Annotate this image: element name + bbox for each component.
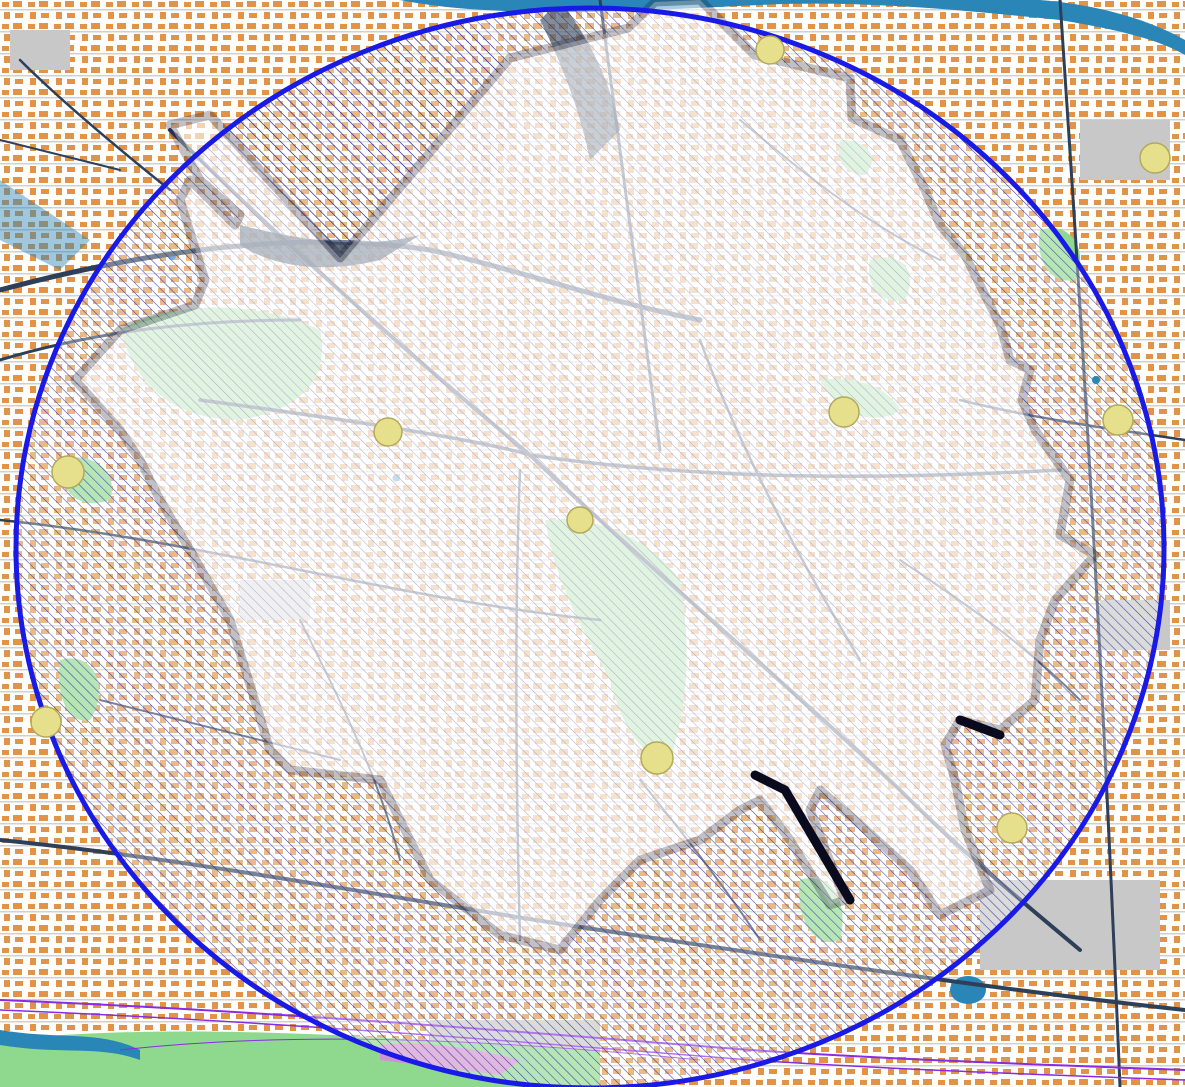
buffer-circle [13, 5, 1167, 1087]
poi-circle-icon[interactable] [640, 741, 674, 775]
poi-circle-icon[interactable] [755, 35, 785, 65]
poi-circle-icon[interactable] [1092, 376, 1100, 384]
poi-circle-icon[interactable] [373, 417, 403, 447]
poi-circle-icon[interactable] [996, 812, 1028, 844]
poi-markers [30, 35, 1171, 844]
poi-circle-icon[interactable] [1139, 142, 1171, 174]
poi-circle-icon[interactable] [1102, 404, 1134, 436]
poi-circle-icon[interactable] [30, 706, 62, 738]
poi-circle-icon[interactable] [828, 396, 860, 428]
poi-circle-icon[interactable] [51, 455, 85, 489]
poi-circle-icon[interactable] [566, 506, 594, 534]
study-area-boundary [75, 0, 1095, 950]
